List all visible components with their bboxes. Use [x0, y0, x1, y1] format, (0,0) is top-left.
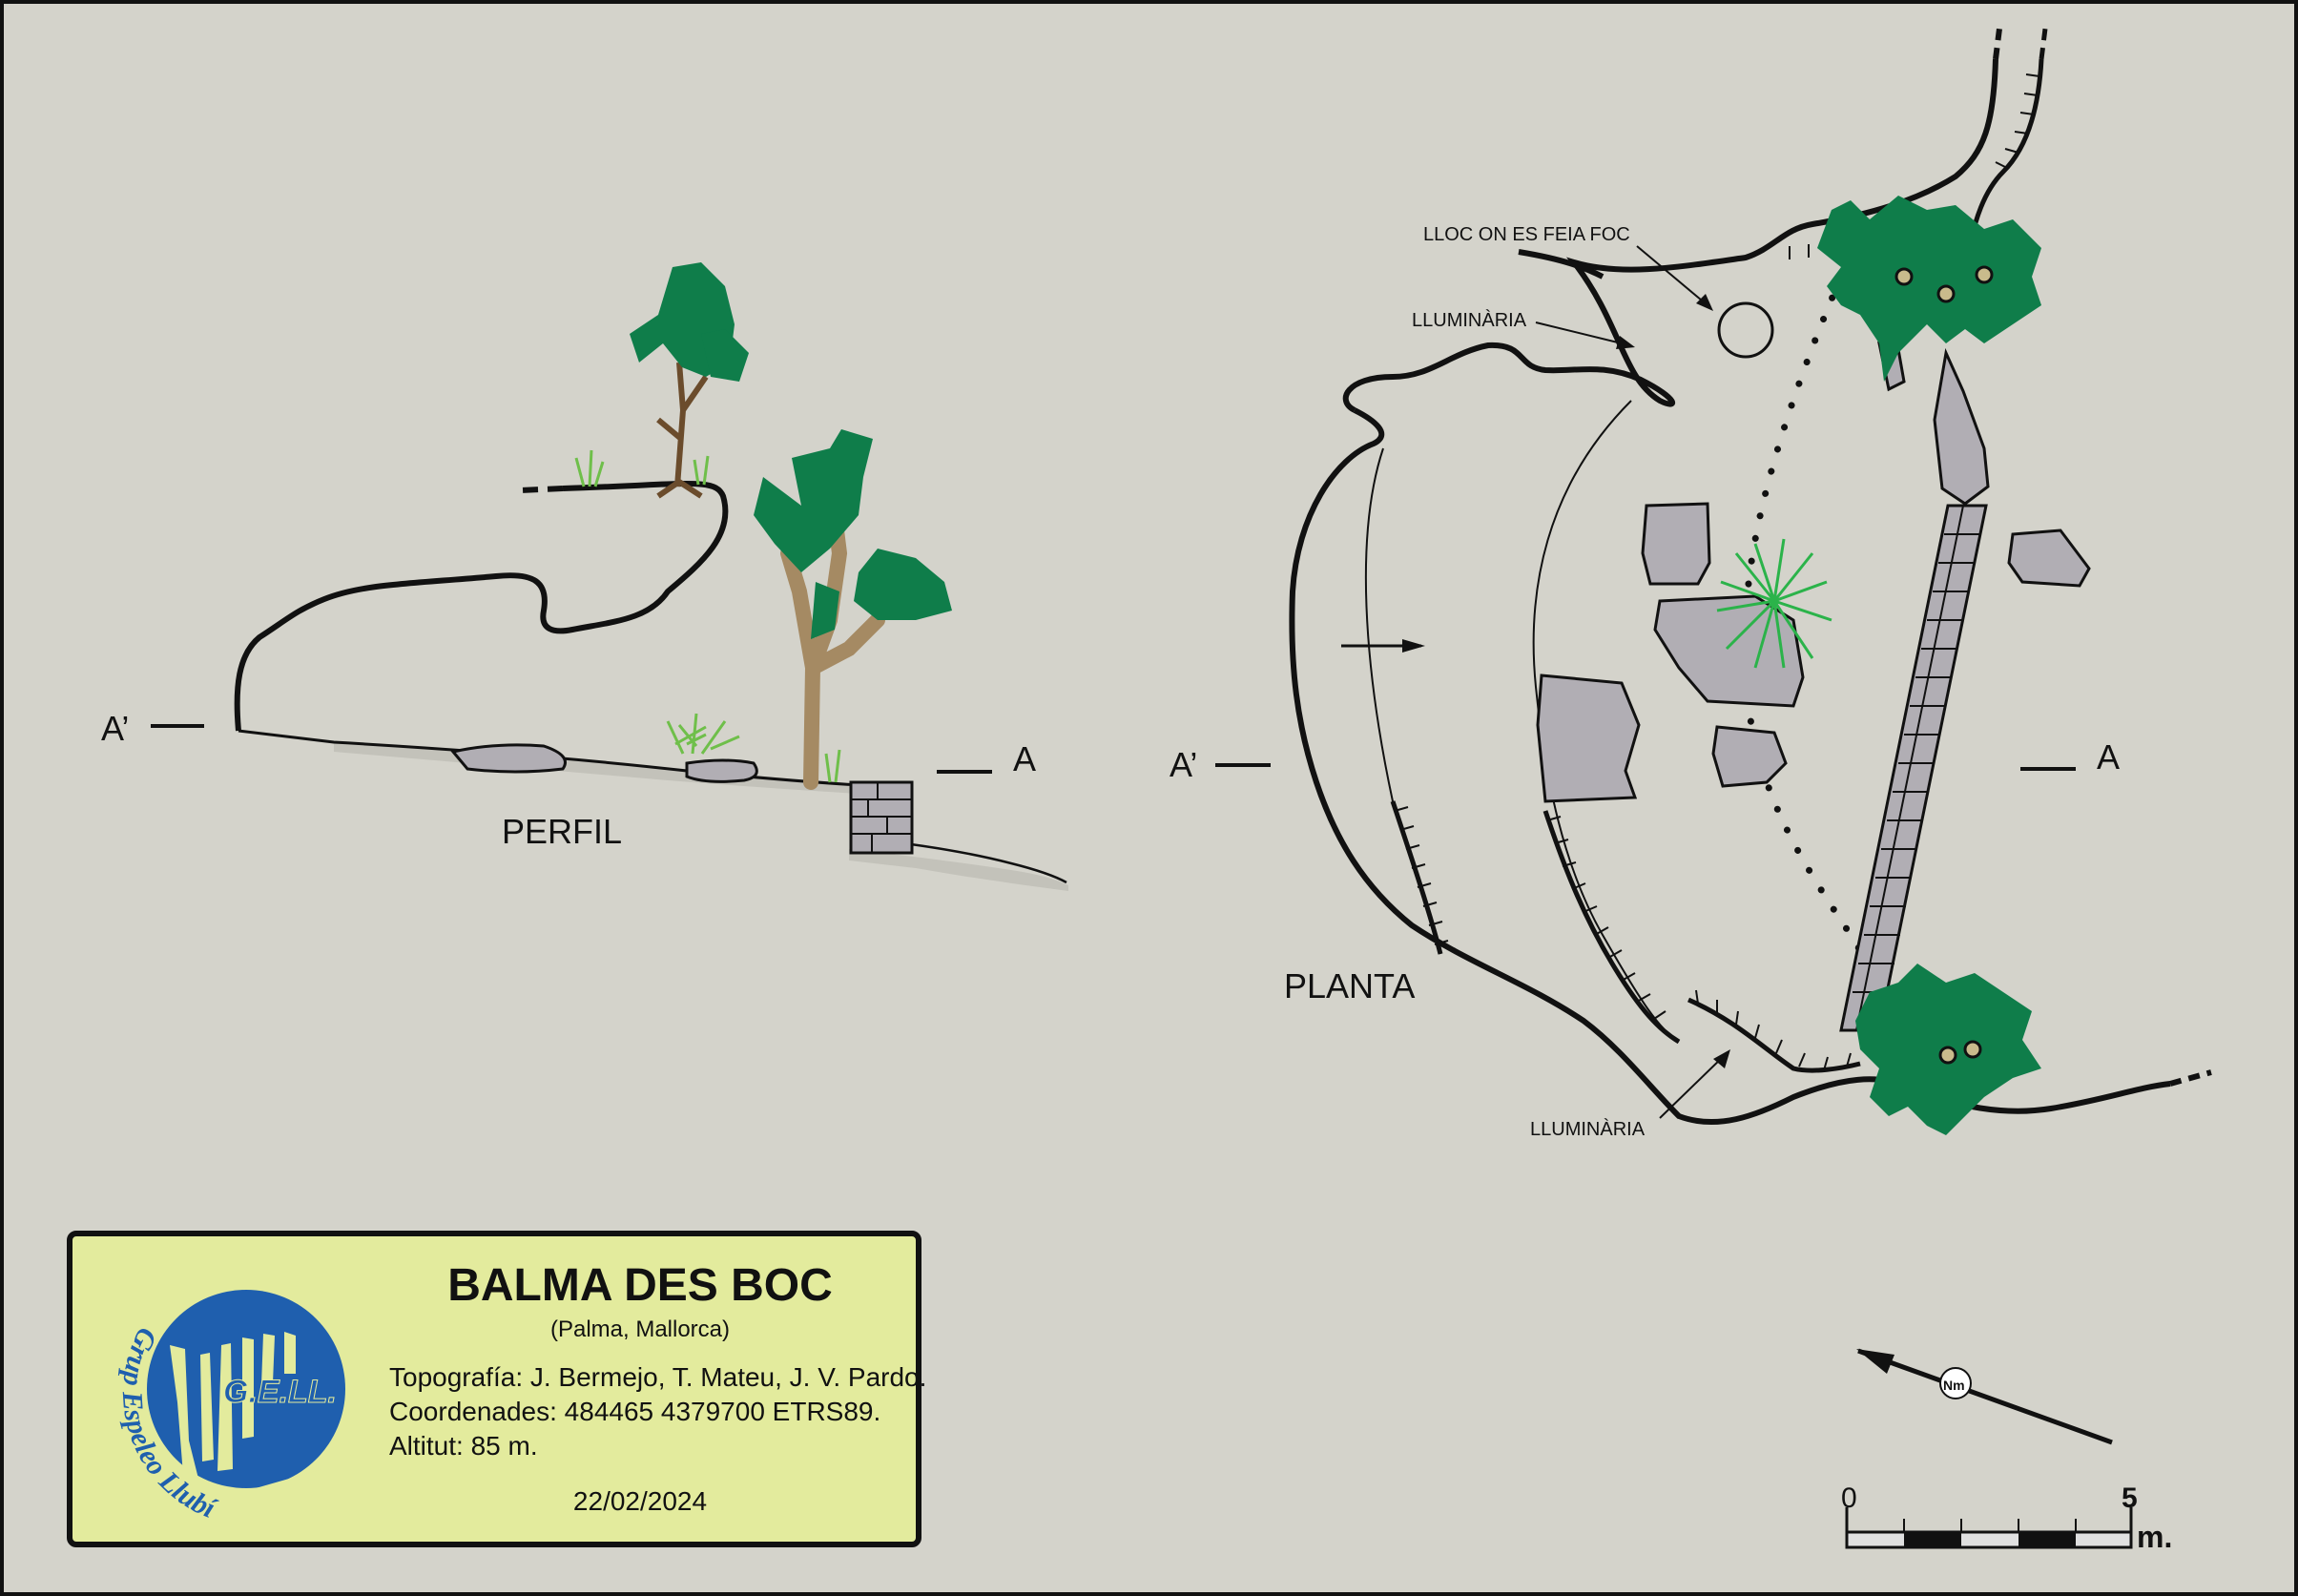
- annotation-lluminaria-bottom: LLUMINÀRIA: [1530, 1118, 1646, 1140]
- north-arrowhead: [1856, 1349, 1894, 1374]
- north-arrow-label: Nm: [1943, 1378, 1965, 1393]
- plan-south-dashed: [2169, 1069, 2212, 1087]
- plan-direction-arrowhead: [1402, 639, 1425, 653]
- plan-rock: [1536, 674, 1641, 803]
- profile-slope-hatch: [849, 849, 1068, 891]
- survey-title: BALMA DES BOC: [447, 1260, 833, 1311]
- profile-rock: [450, 743, 567, 774]
- survey-altitude: Altitut: 85 m.: [389, 1431, 538, 1461]
- profile-ground-hatch: [334, 742, 859, 794]
- gell-logo: G.E.LL. Grup Espeleo Llubí: [116, 1290, 345, 1525]
- plan-fire-place: [1717, 301, 1774, 359]
- plan-north-wall: [1342, 58, 1998, 413]
- survey-authors: Topografía: J. Bermejo, T. Mateu, J. V. …: [389, 1362, 927, 1392]
- profile-stone-wall: [849, 780, 914, 855]
- plan-rock: [1933, 347, 1990, 506]
- plan-a-prime-label: A’: [1170, 745, 1197, 784]
- plan-rock: [1641, 502, 1711, 586]
- plan-section: LLOC ON ES FEIA FOC LLUMINÀRIA LLUMINÀRI…: [1170, 28, 2212, 1140]
- leader-lloc-foc: [1636, 245, 1708, 306]
- survey-location: (Palma, Mallorca): [549, 1316, 731, 1342]
- profile-title: PERFIL: [502, 812, 622, 851]
- annotation-lloc-foc: LLOC ON ES FEIA FOC: [1423, 224, 1630, 245]
- plan-ledge-hatching: [1394, 73, 2040, 1071]
- annotation-lluminaria-top: LLUMINÀRIA: [1412, 309, 1527, 331]
- profile-slope-line: [896, 840, 1067, 884]
- north-arrow-badge: [1939, 1367, 1972, 1399]
- logo-acronym: G.E.LL.: [223, 1374, 337, 1410]
- plan-bush: [1716, 538, 1832, 669]
- profile-grass: [574, 449, 605, 487]
- scale-start-label: 0: [1841, 1482, 1857, 1514]
- profile-a-prime-label: A’: [101, 709, 129, 748]
- profile-cave-outline: [234, 481, 729, 732]
- plan-ledge-west: [1390, 800, 1443, 955]
- title-block: G.E.LL. Grup Espeleo Llubí BALMA DES BOC…: [67, 1231, 926, 1547]
- scale-bar: 0 5 m.: [1841, 1482, 2172, 1554]
- profile-dashed-extension: [518, 486, 564, 493]
- plan-east-dashed: [2039, 28, 2048, 60]
- plan-fire-wall: [1518, 249, 1604, 280]
- plan-title: PLANTA: [1284, 966, 1415, 1005]
- plan-rock: [1653, 594, 1805, 708]
- plan-rock: [2007, 529, 2091, 588]
- plan-ledge-south: [1687, 997, 1861, 1073]
- survey-date: 22/02/2024: [572, 1486, 708, 1516]
- leader-lluminaria-top: [1535, 321, 1623, 344]
- profile-a-label: A: [1013, 739, 1036, 778]
- north-arrow: Nm: [1856, 1348, 2113, 1445]
- profile-grass: [693, 455, 710, 486]
- plan-vegetation-north: [1817, 196, 2041, 382]
- plan-tree-trunks: [1894, 265, 1994, 1065]
- profile-bush: [666, 713, 740, 755]
- scale-unit-label: m.: [2137, 1520, 2172, 1554]
- plan-stone-wall: [1839, 504, 1988, 1032]
- profile-floor-line: [238, 729, 859, 787]
- survey-coordinates: Coordenades: 484465 4379700 ETRS89.: [389, 1397, 881, 1426]
- profile-tree-small: [630, 262, 749, 499]
- profile-section: A’ A PERFIL: [101, 262, 1068, 891]
- plan-rock: [1711, 725, 1788, 788]
- leader-lluminaria-bottom: [1659, 1054, 1726, 1119]
- profile-tree-large: [754, 429, 952, 790]
- plan-north-dashed: [1993, 28, 2002, 60]
- scale-end-label: 5: [2122, 1482, 2138, 1514]
- plan-inner-drip-line: [1364, 447, 1441, 955]
- plan-a-label: A: [2097, 737, 2120, 777]
- profile-rock: [685, 758, 758, 783]
